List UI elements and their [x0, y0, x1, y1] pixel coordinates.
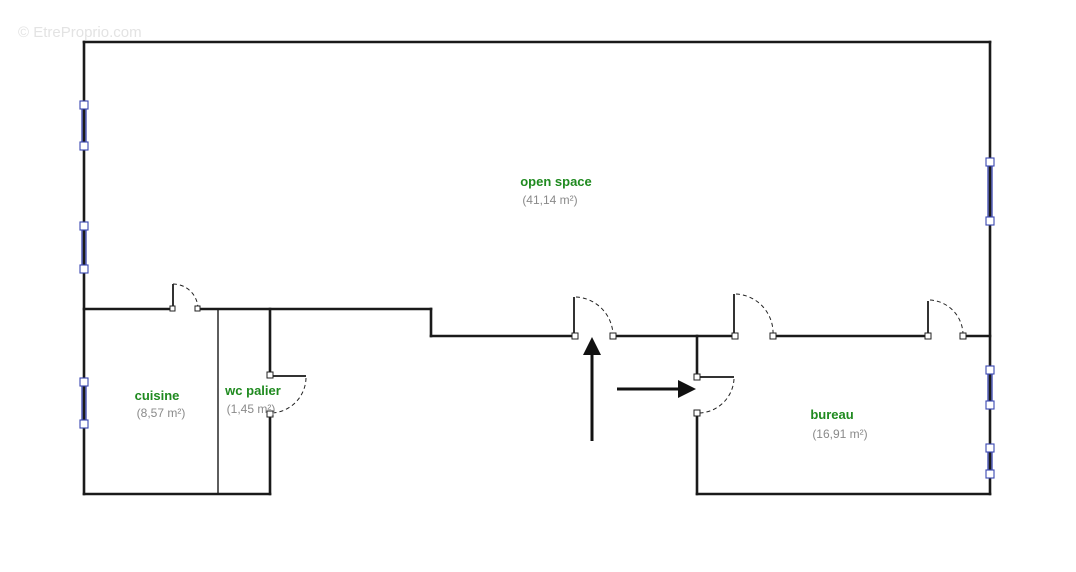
- window-left-1: [79, 100, 89, 151]
- window-right-3: [985, 443, 995, 479]
- door-bureau: [693, 373, 735, 417]
- window-right-1: [985, 157, 995, 226]
- room-area-wc-palier: (1,45 m²): [227, 402, 276, 416]
- doors: [169, 283, 967, 418]
- room-area-cuisine: (8,57 m²): [137, 406, 186, 420]
- room-labels: open space (41,14 m²) cuisine (8,57 m²) …: [135, 174, 868, 441]
- walls: [82, 40, 992, 496]
- window-right-2: [985, 365, 995, 410]
- room-name-bureau: bureau: [810, 407, 853, 422]
- door-middle: [731, 293, 777, 340]
- door-wc: [266, 371, 307, 418]
- room-area-open-space: (41,14 m²): [522, 193, 577, 207]
- windows: [79, 100, 995, 479]
- room-name-open-space: open space: [520, 174, 592, 189]
- window-left-2: [79, 221, 89, 274]
- room-name-cuisine: cuisine: [135, 388, 180, 403]
- door-cuisine: [169, 283, 201, 312]
- door-entrance: [571, 296, 617, 340]
- room-area-bureau: (16,91 m²): [812, 427, 867, 441]
- door-right: [924, 299, 967, 340]
- arrows: [583, 337, 696, 441]
- arrow-up-entrance: [583, 337, 601, 441]
- arrow-right-bureau: [617, 380, 696, 398]
- watermark: © EtreProprio.com: [18, 24, 142, 41]
- room-name-wc-palier: wc palier: [224, 383, 281, 398]
- window-left-3: [79, 377, 89, 429]
